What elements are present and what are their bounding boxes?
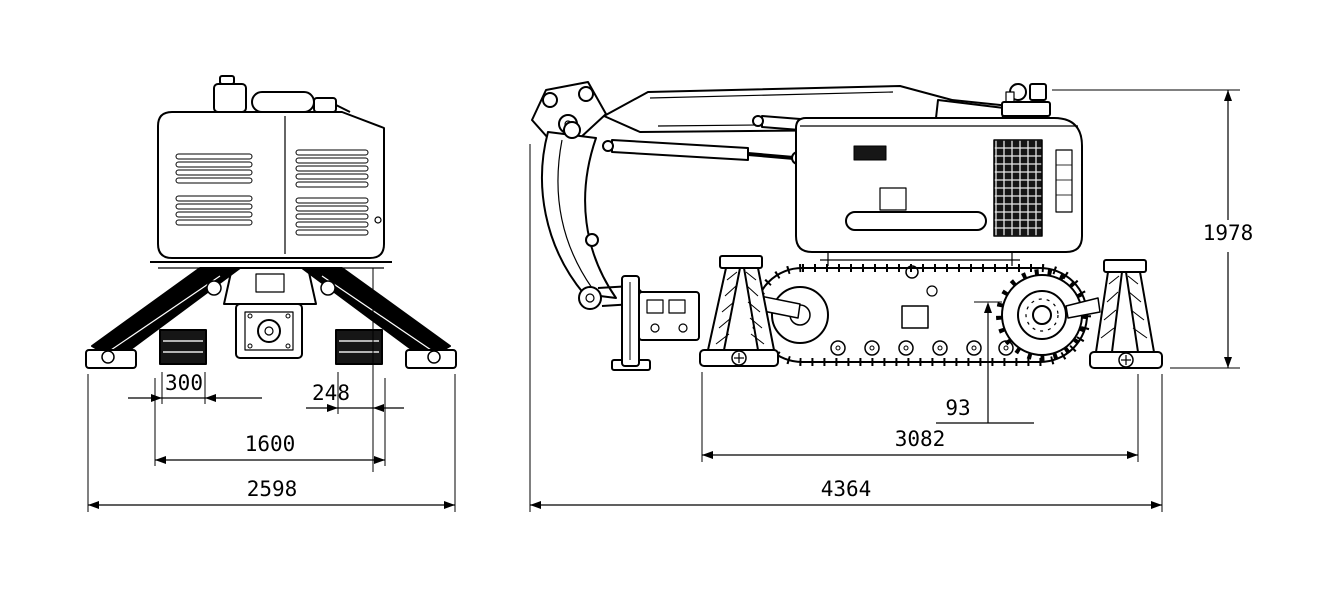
dimension-300: 300 xyxy=(128,371,262,404)
side-view xyxy=(531,81,1163,371)
tool-attachment xyxy=(597,275,700,371)
side-vent-grille xyxy=(993,139,1043,237)
side-handle-slot xyxy=(845,211,987,231)
front-dimensions: 300 248 1600 2598 xyxy=(87,268,456,512)
front-dim-2-label: 248 xyxy=(312,381,350,405)
front-dim-1-label: 300 xyxy=(165,371,203,395)
side-outrigger-rear xyxy=(1065,259,1163,369)
side-dimensions: 93 3082 4364 1978 xyxy=(529,89,1254,512)
dimension-93: 93 xyxy=(936,301,1034,424)
dimension-4364: 4364 xyxy=(529,144,1163,512)
front-dim-4-label: 2598 xyxy=(247,477,298,501)
front-outrigger-right xyxy=(301,267,457,369)
dimension-248: 248 xyxy=(306,268,404,472)
front-track-right xyxy=(335,329,383,365)
side-outrigger-front xyxy=(699,255,801,367)
front-dim-3-label: 1600 xyxy=(245,432,296,456)
front-vent-grilles xyxy=(175,149,369,236)
boom-cylinder xyxy=(602,139,805,165)
side-dim-2-label: 3082 xyxy=(895,427,946,451)
side-dim-4-label: 1978 xyxy=(1203,221,1254,245)
engine-top-detail xyxy=(213,75,351,113)
dimension-1978: 1978 xyxy=(1052,89,1254,369)
front-track-left xyxy=(159,329,207,365)
beacon-top-detail xyxy=(1001,83,1051,117)
dipper-arm xyxy=(541,131,617,299)
front-undercarriage xyxy=(150,261,392,365)
front-outrigger-left xyxy=(85,267,241,369)
side-dim-1-label: 93 xyxy=(945,396,970,420)
front-view xyxy=(85,75,457,369)
idler-wheel xyxy=(771,286,829,344)
side-body-housing xyxy=(795,83,1083,253)
dimension-1600: 1600 xyxy=(154,378,386,466)
dimension-3082: 3082 xyxy=(701,372,1139,462)
dimension-2598: 2598 xyxy=(87,374,456,512)
crawler-tracks xyxy=(751,252,1091,366)
side-dim-3-label: 4364 xyxy=(821,477,872,501)
